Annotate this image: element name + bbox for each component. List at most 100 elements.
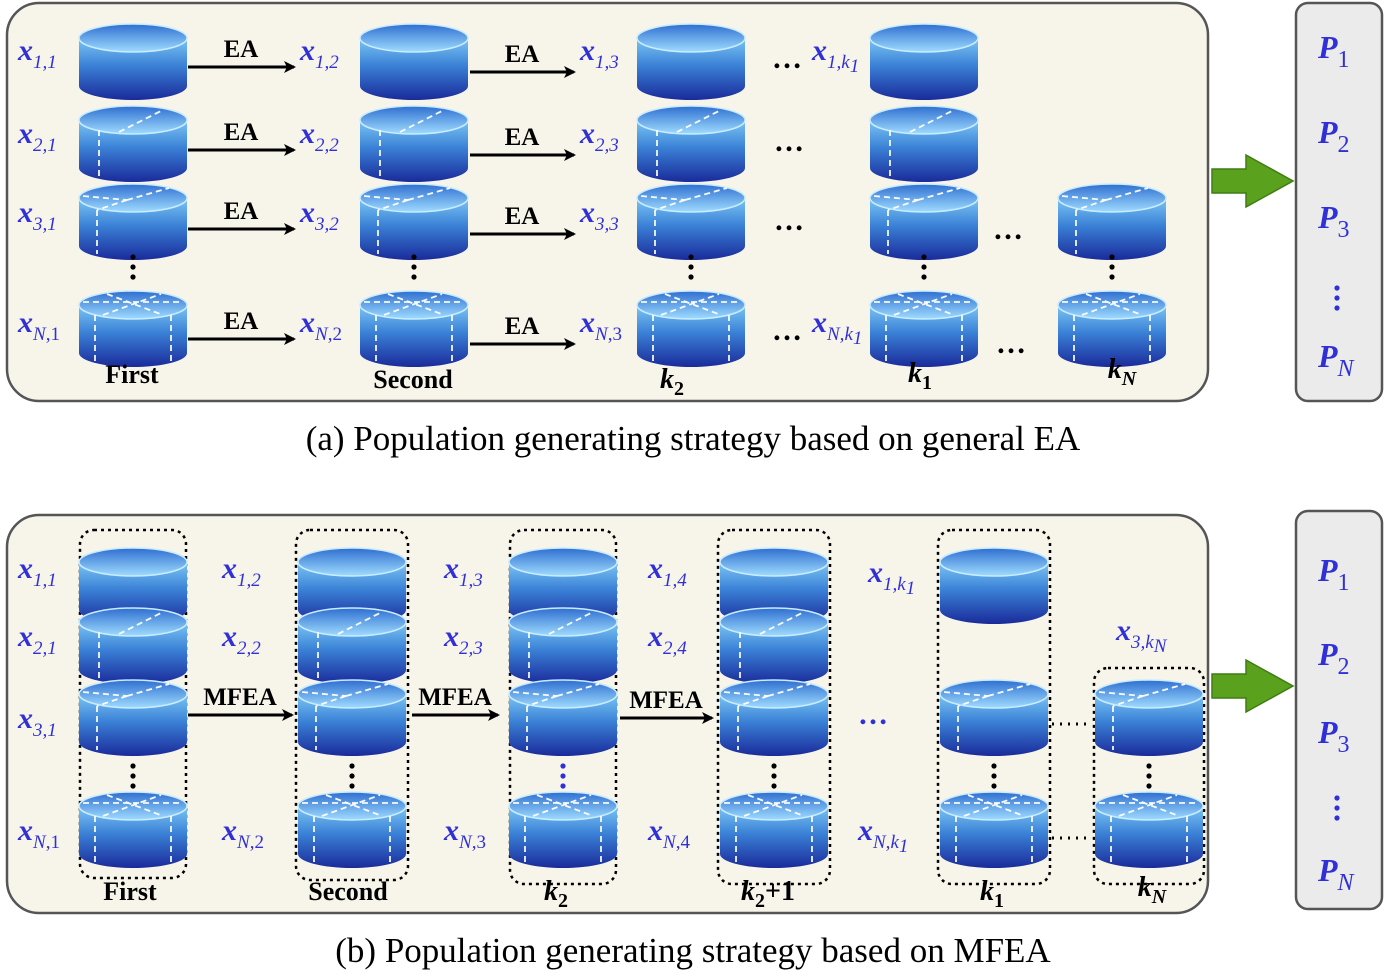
label-x-row-3-2: x3,2 [299,196,339,235]
vdots-b-3 [560,763,566,789]
disk-row-2-col2 [359,105,469,182]
label-b-col2-1: x1,2 [221,552,261,591]
label-b-col3-3: xN,3 [443,814,486,853]
disk-row-N-col4 [869,290,979,367]
arrow-ea-row-N-1: EA [188,308,296,345]
arrow-mfea-3: MFEA [620,687,714,724]
output-list-b-p-N: PN [1317,852,1356,896]
label-x-row-1-2: x1,2 [299,34,339,73]
disk-b-col4-row1 [719,547,829,624]
label-x-row-N-2: xN,2 [299,306,342,345]
label-b-col1-4: xN,1 [17,814,60,853]
output-list-b-p-3: P3 [1317,714,1350,758]
label-x-row-1-1: x1,1 [17,34,57,73]
col-label-second-a: Second [373,365,453,394]
disk-row-2-col4 [869,105,979,182]
disk-b-col2-row2 [297,607,407,684]
label-x-row-3-3: x3,3 [579,196,619,235]
disk-row-1-col4 [869,23,979,100]
output-list-b-p-1: P1 [1317,552,1350,596]
disk-b-col1-row3 [78,679,188,756]
disk-b-col2-row3 [297,679,407,756]
arrow-ea-row-2-2: EA [470,124,576,161]
label-b-col6-1: x3,kN [1115,614,1168,657]
vdots-a-5 [1109,254,1115,280]
disk-row-N-kN [1057,290,1167,367]
label-x-row-2-2: x2,2 [299,117,339,156]
vdots-a-2 [411,254,417,280]
label-b-col4-2: x2,4 [647,620,687,659]
ellipsis-row-3-b: … [993,213,1024,246]
arrow-ea-row-2-1-label: EA [224,119,259,146]
arrow-ea-row-N-2: EA [470,313,576,350]
disk-b-col6-row3 [1094,679,1204,756]
ellipsis-row-2-a: … [774,125,805,158]
disk-row-1-col1 [78,23,188,100]
disk-b-col4-row2 [719,607,829,684]
disk-b-col2-row1 [297,547,407,624]
arrow-mfea-2-label: MFEA [418,684,492,711]
label-b-col1-3: x3,1 [17,702,57,741]
col-label-first-b: First [103,877,157,906]
col-label-second-b: Second [308,877,388,906]
arrow-ea-row-3-2: EA [470,203,576,240]
col-label-k1-a: k1 [908,358,932,394]
vdots-b-2 [349,763,355,789]
output-list-a-p-2: P2 [1317,114,1350,158]
label-b-col1-1: x1,1 [17,552,57,591]
output-list-a-p-1: P1 [1317,29,1350,73]
vdots-b-4 [771,763,777,789]
label-b-col5-2: xN,k1 [857,814,908,857]
col-label-kN-a: kN [1108,354,1138,390]
label-x-row-2-1: x2,1 [17,117,57,156]
label-x-row-1-4: x1,k1 [811,34,859,77]
group-box-b-6 [1092,666,1206,886]
output-list-b-p-2: P2 [1317,636,1350,680]
disk-row-N-col3 [636,290,746,367]
output-list-a-p-3: P3 [1317,199,1350,243]
group-box-b-4 [716,528,832,886]
disk-b-col4-row4 [719,791,829,868]
panel-a-caption: (a) Population generating strategy based… [306,419,1081,458]
vdots-a-1 [130,254,136,280]
arrow-ea-row-2-2-label: EA [505,124,540,151]
label-b-col2-2: x2,2 [221,620,261,659]
arrow-ea-row-3-1-label: EA [224,198,259,225]
col-label-first-a: First [105,360,159,389]
output-list-a-vdots [1334,285,1340,311]
vdots-a-3 [688,254,694,280]
vdots-b-1 [130,763,136,789]
col-label-k1-b: k1 [980,876,1004,912]
label-b-col2-3: xN,2 [221,814,264,853]
disk-b-col5-row4 [939,791,1049,868]
disk-b-col4-row3 [719,679,829,756]
col-label-k2-a: k2 [660,364,684,400]
disk-row-3-col2 [359,183,469,260]
ellipsis-b-mid: … [858,698,888,731]
disk-row-3-kN [1057,183,1167,260]
arrow-ea-row-N-1-label: EA [224,308,259,335]
disk-row-3-col4 [869,183,979,260]
disk-row-3-col1 [78,183,188,260]
arrow-mfea-3-label: MFEA [629,687,703,714]
disk-row-2-col3 [636,105,746,182]
label-b-col4-3: xN,4 [647,814,690,853]
arrow-mfea-1: MFEA [188,684,294,721]
col-label-kN-b: kN [1138,872,1168,908]
disk-row-3-col3 [636,183,746,260]
label-x-row-2-3: x2,3 [579,117,619,156]
disk-b-col1-row4 [78,791,188,868]
label-b-col4-1: x1,4 [647,552,687,591]
green-arrow-a [1211,153,1295,209]
label-x-row-1-3: x1,3 [579,34,619,73]
disk-row-1-col3 [636,23,746,100]
output-list-a-box [1294,1,1384,403]
arrow-ea-row-1-2: EA [470,41,576,78]
arrow-ea-row-2-1: EA [188,119,296,156]
ellipsis-row-3-a: … [774,204,805,237]
output-list-b-vdots [1334,795,1340,821]
disk-b-col1-row2 [78,607,188,684]
label-b-col3-1: x1,3 [443,552,483,591]
